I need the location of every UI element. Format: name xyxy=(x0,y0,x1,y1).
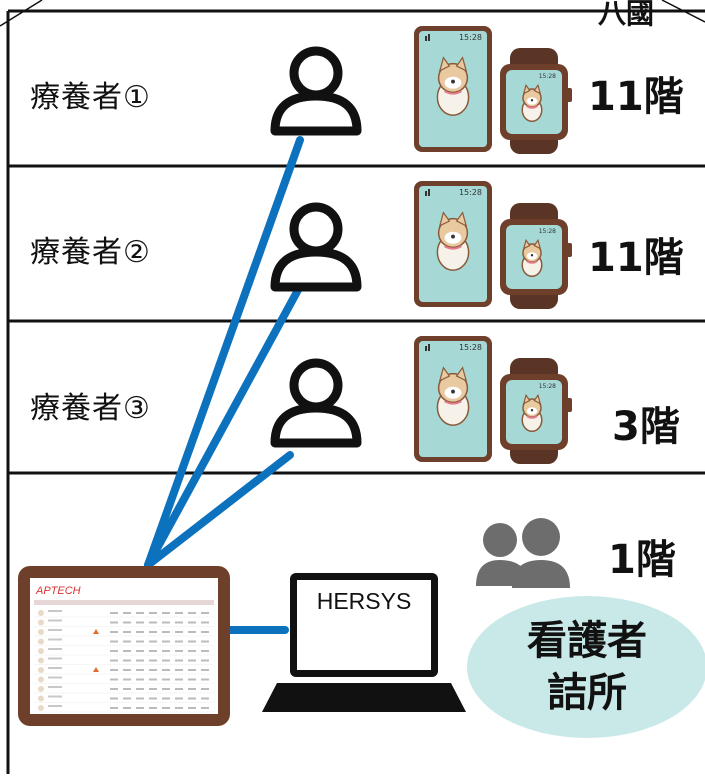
link-patient-3 xyxy=(144,451,294,569)
devices: 15:28 15:28 15:28 15:28 15:28 15:28 xyxy=(414,26,572,464)
station-line-2: 詰所 xyxy=(547,670,627,716)
watch-time: 15:28 xyxy=(539,383,556,390)
table-row xyxy=(34,705,214,713)
group-icon xyxy=(476,518,570,588)
floor-label-nurse: 1階 xyxy=(608,537,676,583)
table-row xyxy=(34,676,214,684)
patient-label-1: 療養者① xyxy=(30,80,151,115)
tablet-brand: APTECH xyxy=(35,585,81,597)
person-icon xyxy=(270,202,362,292)
watch-icon: 15:28 xyxy=(500,358,572,464)
table-row xyxy=(34,686,214,694)
phone-icon: 15:28 xyxy=(414,336,492,462)
floor-label-3: 3階 xyxy=(612,404,680,450)
person-icon xyxy=(270,46,362,136)
laptop-icon xyxy=(262,573,466,712)
table-row xyxy=(34,695,214,703)
connection-lines xyxy=(144,136,304,634)
link-patient-2 xyxy=(144,286,302,569)
watch-icon: 15:28 xyxy=(500,203,572,309)
phone-time: 15:28 xyxy=(459,33,482,42)
phone-icon: 15:28 xyxy=(414,26,492,152)
floor-label-1: 11階 xyxy=(588,74,684,120)
device-pair: 15:28 15:28 xyxy=(414,181,572,309)
watch-icon: 15:28 xyxy=(500,48,572,154)
tablet: APTECH xyxy=(18,566,230,726)
nurse-station: 看護者 詰所 xyxy=(467,596,705,738)
table-row xyxy=(34,610,214,618)
link-patient-1 xyxy=(144,136,304,569)
phone-time: 15:28 xyxy=(459,343,482,352)
person-icon xyxy=(270,358,362,448)
table-row xyxy=(34,667,214,675)
table-row xyxy=(34,619,214,627)
phone-icon: 15:28 xyxy=(414,181,492,307)
patient-label-3: 療養者③ xyxy=(30,391,151,426)
watch-time: 15:28 xyxy=(539,73,556,80)
corner-text: 八國 xyxy=(598,0,655,30)
device-pair: 15:28 15:28 xyxy=(414,336,572,464)
table-row xyxy=(34,638,214,646)
table-row xyxy=(34,629,214,637)
laptop-label: HERSYS xyxy=(316,588,412,614)
table-row xyxy=(34,657,214,665)
table-row xyxy=(34,648,214,656)
watch-time: 15:28 xyxy=(539,228,556,235)
phone-time: 15:28 xyxy=(459,188,482,197)
tablet-table xyxy=(34,600,214,713)
floor-label-2: 11階 xyxy=(588,235,684,281)
patient-label-2: 療養者② xyxy=(30,235,151,270)
station-line-1: 看護者 xyxy=(527,618,647,664)
device-pair: 15:28 15:28 xyxy=(414,26,572,154)
